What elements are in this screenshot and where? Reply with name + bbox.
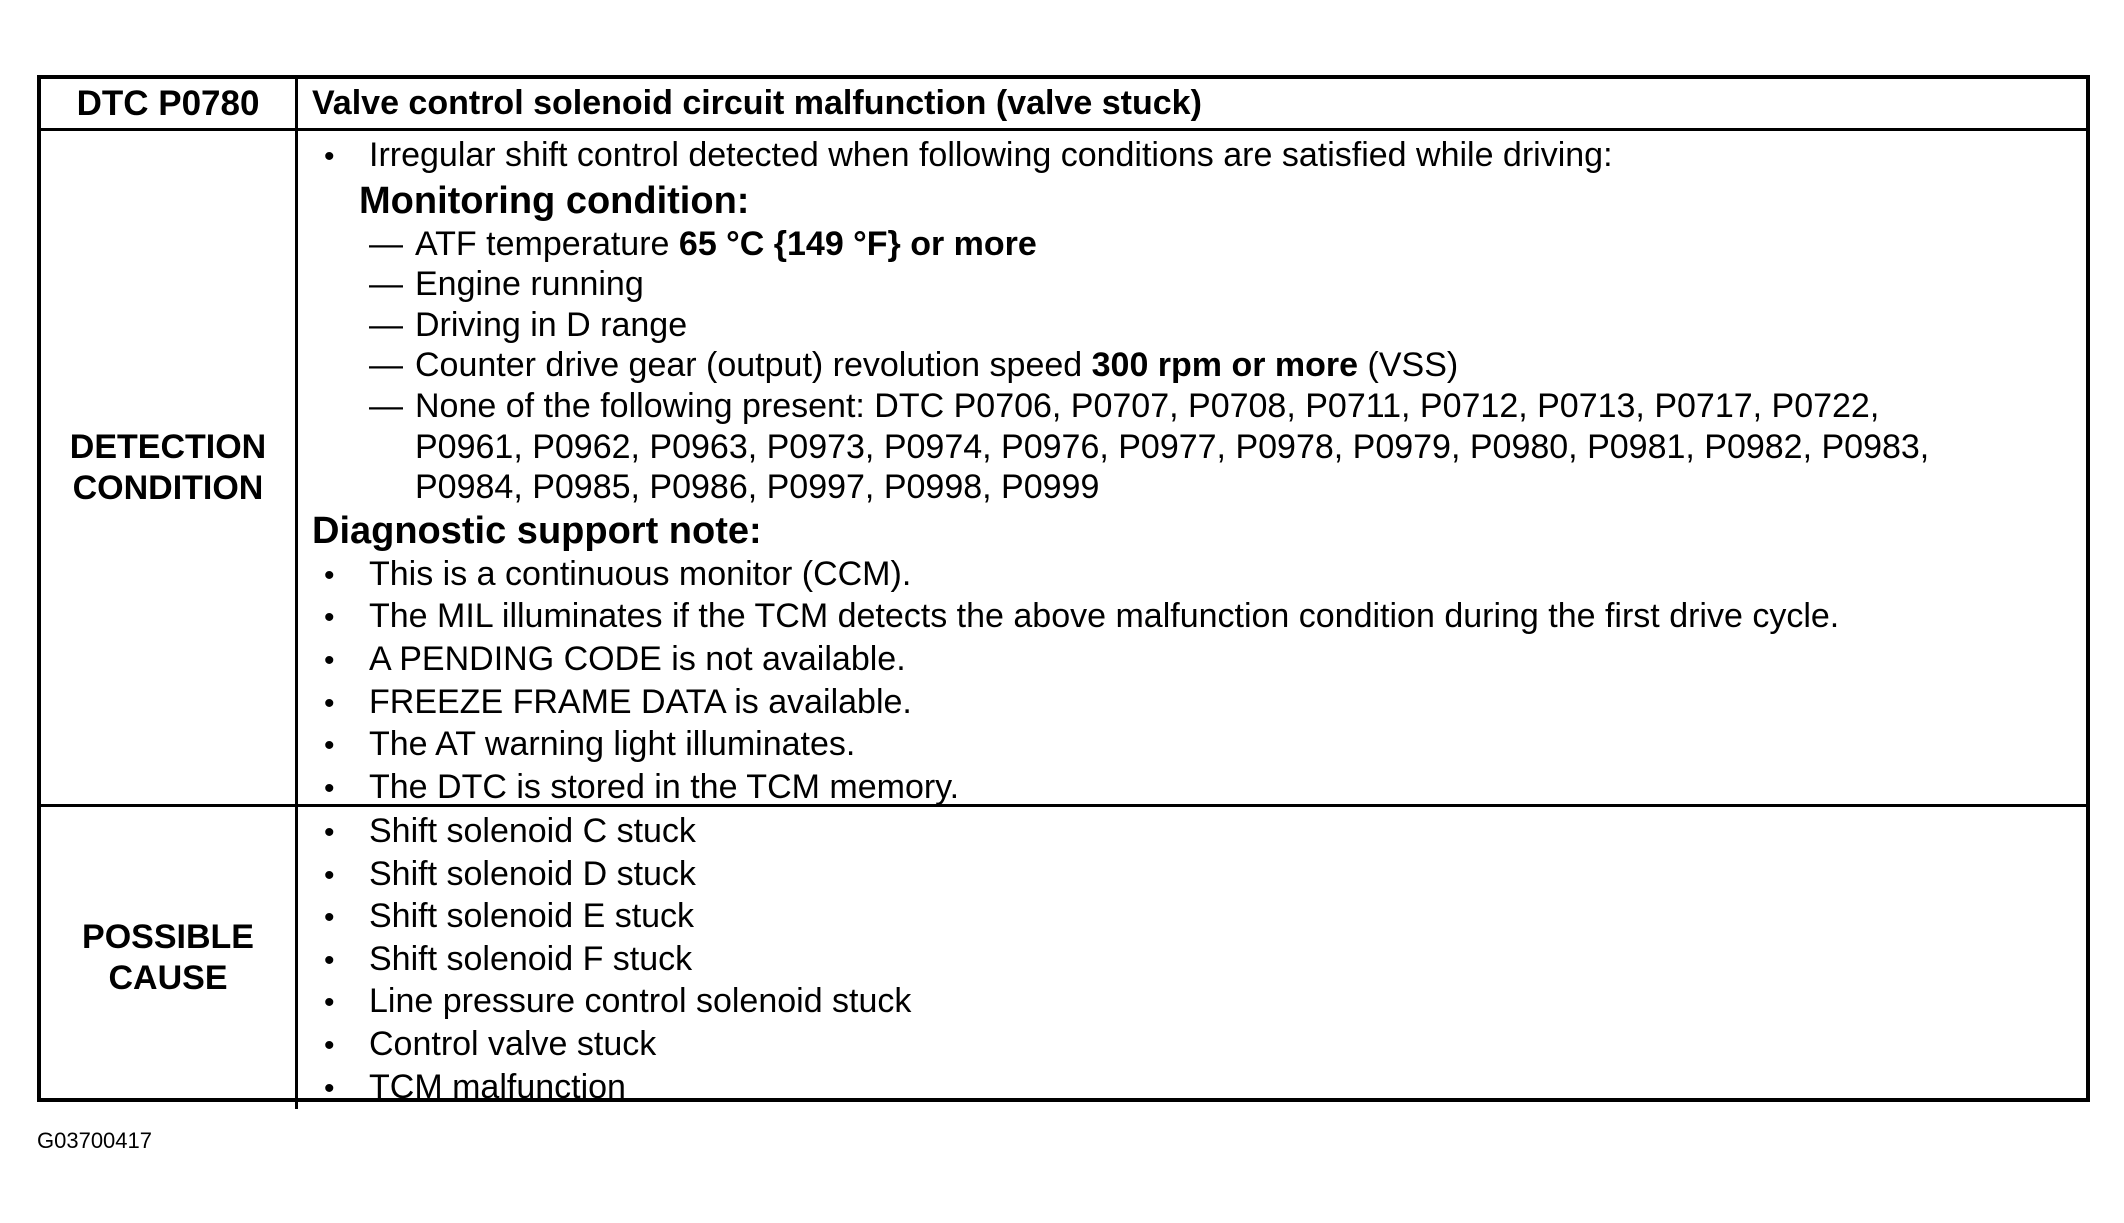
- cause-text: Shift solenoid E stuck: [369, 897, 695, 936]
- detection-label-line1: DETECTION: [69, 427, 267, 466]
- support-note-item: • The AT warning light illuminates.: [312, 724, 2072, 767]
- detection-label-line2: CONDITION: [72, 468, 264, 507]
- cause-text: Shift solenoid F stuck: [369, 939, 693, 978]
- bullet-icon: •: [324, 140, 335, 173]
- bullet-icon: •: [324, 986, 335, 1020]
- monitoring-text-after: (VSS): [1358, 346, 1459, 385]
- bullet-icon: •: [324, 729, 335, 763]
- dash-icon: —: [369, 224, 403, 263]
- cause-text: Shift solenoid D stuck: [369, 854, 696, 893]
- monitoring-continuation-line: P0984, P0985, P0986, P0997, P0998, P0999: [415, 468, 1100, 507]
- cause-item: • Shift solenoid E stuck: [312, 896, 2072, 939]
- bullet-icon: •: [324, 771, 335, 805]
- support-note-item: • The DTC is stored in the TCM memory.: [312, 767, 2072, 810]
- dtc-title: Valve control solenoid circuit malfuncti…: [312, 84, 1202, 122]
- monitoring-text: Driving in D range: [415, 305, 688, 344]
- bullet-icon: •: [324, 643, 335, 677]
- cause-item: • Shift solenoid F stuck: [312, 939, 2072, 982]
- cause-item: • Control valve stuck: [312, 1024, 2072, 1067]
- support-note-text: A PENDING CODE is not available.: [369, 639, 906, 678]
- possible-cause-label-line2: CAUSE: [108, 959, 228, 998]
- monitoring-item: — ATF temperature 65 °C {149 °F} or more: [312, 224, 2072, 265]
- support-note-item: • The MIL illuminates if the TCM detects…: [312, 596, 2072, 639]
- cause-text: Line pressure control solenoid stuck: [369, 982, 912, 1021]
- dash-icon: —: [369, 305, 403, 344]
- dtc-table: DTC P0780 Valve control solenoid circuit…: [37, 75, 2090, 1110]
- support-note-text: The MIL illuminates if the TCM detects t…: [369, 597, 1840, 636]
- detection-condition-label: DETECTION CONDITION: [41, 131, 298, 807]
- monitoring-item: — None of the following present: DTC P07…: [312, 386, 2072, 427]
- cause-text: Shift solenoid C stuck: [369, 812, 696, 850]
- monitoring-continuation-line: P0961, P0962, P0963, P0973, P0974, P0976…: [415, 427, 1930, 466]
- figure-id: G03700417: [37, 1128, 152, 1153]
- support-note-text: This is a continuous monitor (CCM).: [369, 554, 912, 593]
- support-note-item: • A PENDING CODE is not available.: [312, 639, 2072, 682]
- bullet-icon: •: [324, 1071, 335, 1105]
- monitoring-item: — Driving in D range: [312, 305, 2072, 346]
- bullet-icon: •: [324, 686, 335, 720]
- cause-item: • Line pressure control solenoid stuck: [312, 981, 2072, 1024]
- monitoring-item: — Engine running: [312, 264, 2072, 305]
- possible-cause-content: • Shift solenoid C stuck • Shift solenoi…: [298, 807, 2086, 1109]
- support-heading: Diagnostic support note:: [312, 509, 762, 552]
- bullet-icon: •: [324, 901, 335, 935]
- monitoring-heading: Monitoring condition:: [359, 179, 750, 222]
- dash-icon: —: [369, 346, 403, 385]
- bullet-icon: •: [324, 858, 335, 892]
- dtc-code-cell: DTC P0780: [41, 79, 298, 131]
- cause-item: • TCM malfunction: [312, 1067, 2072, 1110]
- detection-condition-content: • Irregular shift control detected when …: [298, 131, 2086, 807]
- bullet-icon: •: [324, 601, 335, 635]
- support-note-item: • This is a continuous monitor (CCM).: [312, 554, 2072, 597]
- monitoring-item: — Counter drive gear (output) revolution…: [312, 345, 2072, 386]
- possible-cause-label: POSSIBLE CAUSE: [41, 807, 298, 1110]
- support-note-text: FREEZE FRAME DATA is available.: [369, 682, 912, 721]
- bullet-icon: •: [324, 816, 335, 849]
- detection-intro: • Irregular shift control detected when …: [312, 135, 2072, 178]
- cause-item: • Shift solenoid D stuck: [312, 854, 2072, 897]
- support-note-text: The AT warning light illuminates.: [369, 725, 856, 764]
- monitoring-bold-text: 300 rpm or more: [1091, 346, 1359, 385]
- detection-intro-text: Irregular shift control detected when fo…: [369, 136, 1613, 174]
- bullet-icon: •: [324, 558, 335, 592]
- monitoring-text: Counter drive gear (output) revolution s…: [415, 346, 1092, 385]
- bullet-icon: •: [324, 943, 335, 977]
- monitoring-text: Engine running: [415, 265, 644, 304]
- cause-text: Control valve stuck: [369, 1024, 657, 1063]
- support-note-item: • FREEZE FRAME DATA is available.: [312, 682, 2072, 725]
- dash-icon: —: [369, 265, 403, 304]
- dtc-title-cell: Valve control solenoid circuit malfuncti…: [298, 79, 2086, 131]
- monitoring-text: ATF temperature: [415, 224, 679, 263]
- monitoring-bold-text: 65 °C {149 °F} or more: [678, 224, 1037, 263]
- monitoring-text: None of the following present: DTC P0706…: [415, 386, 1880, 425]
- dtc-code: DTC P0780: [76, 84, 260, 123]
- support-note-text: The DTC is stored in the TCM memory.: [369, 767, 960, 806]
- cause-item: • Shift solenoid C stuck: [312, 811, 2072, 854]
- cause-text: TCM malfunction: [369, 1067, 626, 1106]
- possible-cause-label-line1: POSSIBLE: [82, 918, 254, 957]
- dash-icon: —: [369, 386, 403, 425]
- bullet-icon: •: [324, 1028, 335, 1062]
